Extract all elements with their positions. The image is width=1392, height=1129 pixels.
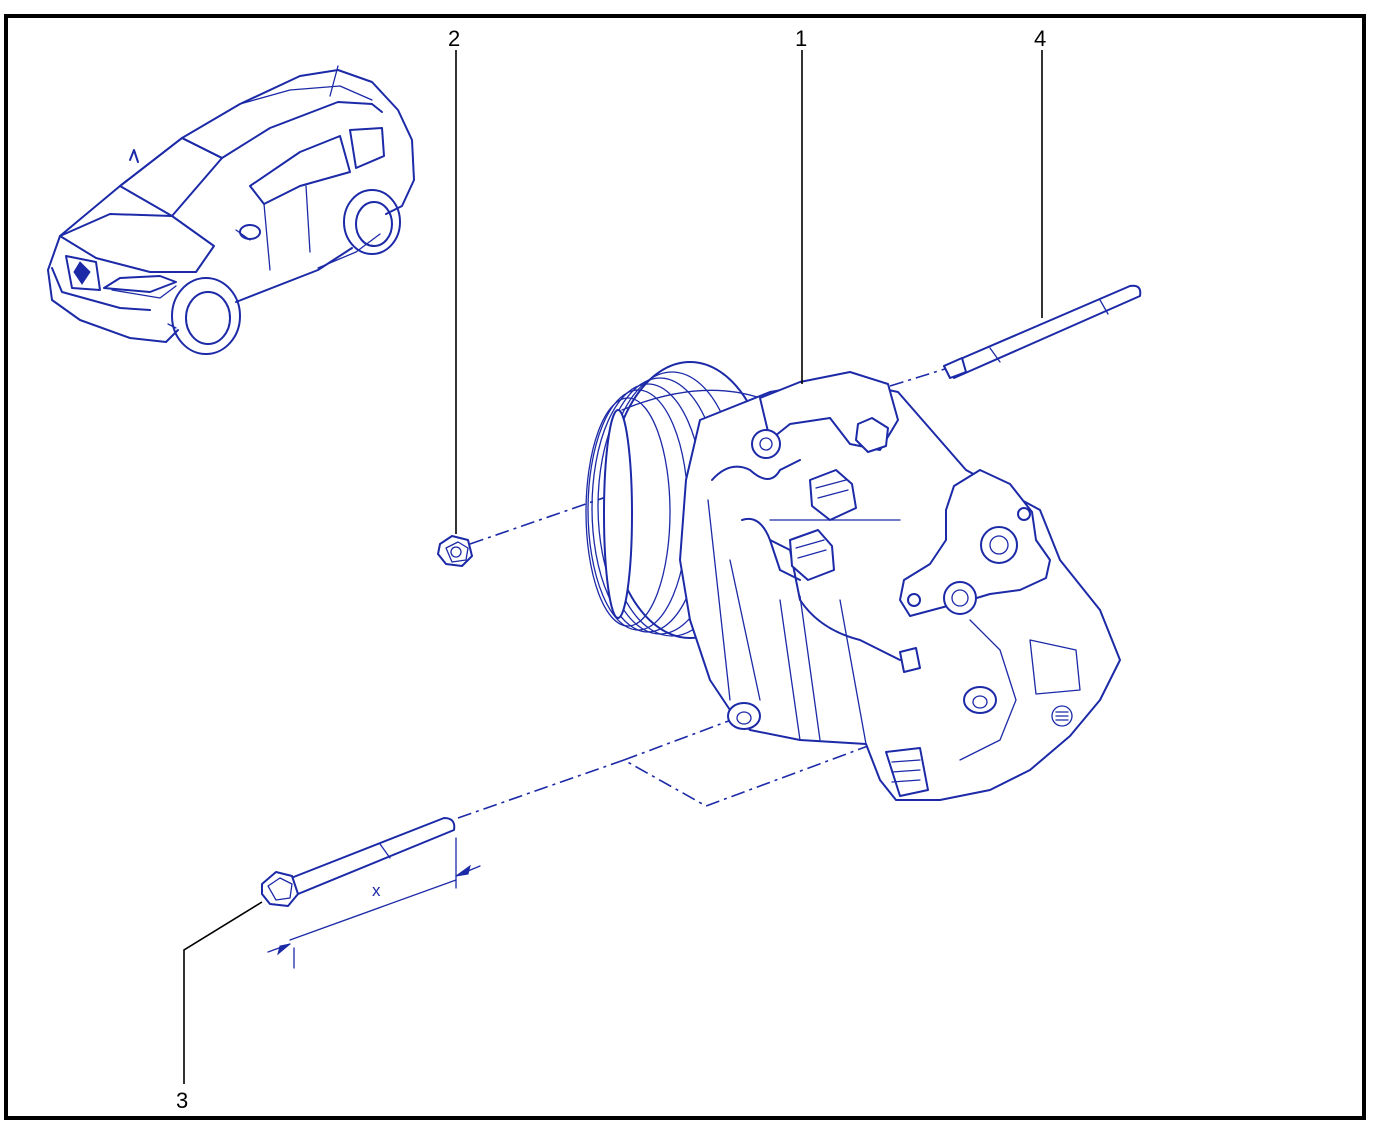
hex-nut xyxy=(437,535,473,567)
leader-line-3 xyxy=(183,901,263,1084)
threaded-stud xyxy=(943,284,1142,379)
stud-axis-line xyxy=(889,367,949,387)
dimension-label: x xyxy=(372,881,381,900)
bolt-axis-branch-line xyxy=(623,715,743,761)
long-bolt xyxy=(261,817,456,907)
vehicle-location-icon xyxy=(47,65,415,355)
dimension-x: x xyxy=(267,837,481,969)
callout-4: 4 xyxy=(1034,26,1046,51)
callout-1: 1 xyxy=(795,26,807,51)
bolt-axis-line xyxy=(457,705,977,819)
callout-3: 3 xyxy=(176,1088,188,1113)
ac-compressor xyxy=(585,361,1121,801)
diagram-frame xyxy=(4,14,1366,1120)
callout-2: 2 xyxy=(448,26,460,51)
